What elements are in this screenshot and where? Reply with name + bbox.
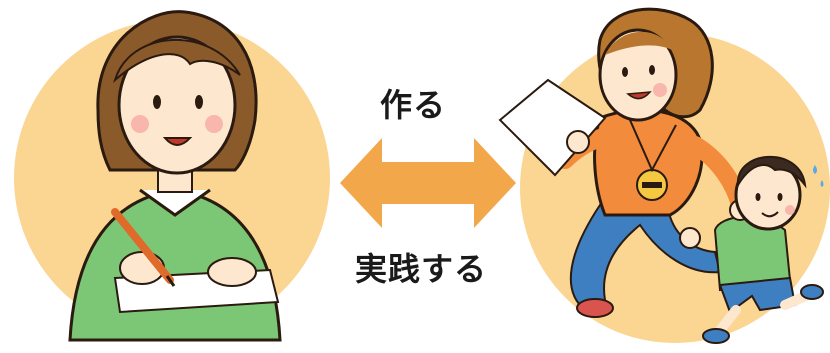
pencil-icon: [111, 208, 174, 284]
create-label: 作る: [380, 86, 447, 124]
person-writing-illustration: [14, 10, 330, 342]
teacher-pants: [569, 203, 722, 312]
face: [117, 35, 237, 175]
double-arrow-icon: [340, 138, 516, 228]
held-paper: [498, 78, 607, 177]
practice-label: 実践する: [355, 250, 488, 288]
teacher-face: [598, 28, 678, 122]
teacher-child-running-illustration: [498, 7, 830, 344]
